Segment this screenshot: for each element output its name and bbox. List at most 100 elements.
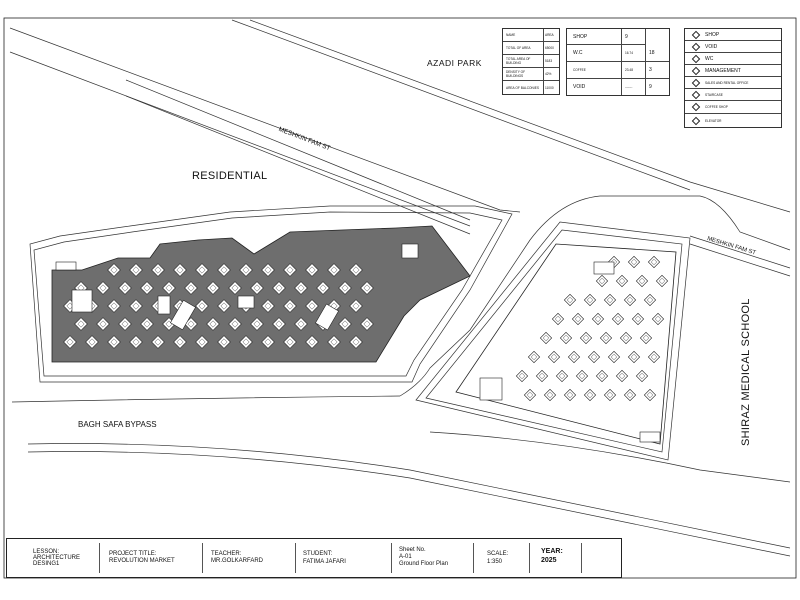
shop-module-inner bbox=[650, 258, 658, 266]
shop-module-inner bbox=[594, 315, 602, 323]
shop-module-inner bbox=[634, 315, 642, 323]
shop-module bbox=[173, 335, 187, 349]
shop-module-inner bbox=[352, 266, 360, 274]
shop-module bbox=[563, 293, 577, 307]
shop-module bbox=[129, 263, 143, 277]
shop-module-inner bbox=[77, 284, 85, 292]
shop-module-inner bbox=[598, 277, 606, 285]
counts-row-name: SHOP bbox=[567, 29, 621, 45]
shop-module-inner bbox=[330, 338, 338, 346]
shop-module bbox=[283, 263, 297, 277]
shop-module bbox=[151, 335, 165, 349]
shop-module-inner bbox=[286, 338, 294, 346]
shop-module bbox=[173, 263, 187, 277]
counts-row-count: 18 bbox=[645, 45, 669, 62]
wc-symbol-icon bbox=[691, 54, 701, 63]
counts-row-area: 23.48 bbox=[621, 62, 645, 79]
area-table-row-name: DENSITY OF BUILDINGS bbox=[503, 68, 543, 81]
shop-module-inner bbox=[630, 353, 638, 361]
shop-module-inner bbox=[154, 266, 162, 274]
scale-value: 1:350 bbox=[487, 559, 503, 565]
shop-module-inner bbox=[622, 334, 630, 342]
bagh-safa-bypass-road bbox=[11, 195, 791, 557]
shop-module-inner bbox=[558, 372, 566, 380]
shop-module bbox=[283, 335, 297, 349]
shop-module-inner bbox=[198, 302, 206, 310]
student-value: FATIMA JAFARI bbox=[303, 559, 346, 565]
shop-module bbox=[535, 369, 549, 383]
shop-module-inner bbox=[99, 320, 107, 328]
shop-module bbox=[615, 369, 629, 383]
shop-module-inner bbox=[582, 334, 590, 342]
shop-module bbox=[527, 350, 541, 364]
counts-row-area: ------- bbox=[625, 85, 633, 89]
shop-module bbox=[107, 335, 121, 349]
counts-row-area: 16.74 bbox=[621, 45, 645, 62]
shop-module-inner bbox=[264, 338, 272, 346]
shop-module-inner bbox=[231, 284, 239, 292]
shop-module-inner bbox=[110, 266, 118, 274]
shop-module bbox=[563, 388, 577, 402]
year-label: YEAR: bbox=[541, 548, 563, 555]
shop-module-inner bbox=[308, 338, 316, 346]
shop-module-inner bbox=[586, 296, 594, 304]
shop-module bbox=[206, 317, 220, 331]
shop-module-inner bbox=[610, 353, 618, 361]
shop-module bbox=[294, 317, 308, 331]
shop-module-inner bbox=[578, 372, 586, 380]
area-table-header-name: NAME bbox=[503, 29, 543, 42]
left-cores bbox=[55, 243, 419, 331]
shop-module-inner bbox=[198, 266, 206, 274]
shop-module bbox=[239, 263, 253, 277]
shop-module bbox=[294, 281, 308, 295]
shop-module-inner bbox=[650, 353, 658, 361]
shop-module-inner bbox=[132, 338, 140, 346]
shop-module-inner bbox=[286, 302, 294, 310]
shop-module-inner bbox=[242, 338, 250, 346]
shop-module-inner bbox=[658, 277, 666, 285]
shop-module-inner bbox=[165, 284, 173, 292]
shop-module bbox=[261, 263, 275, 277]
shop-module bbox=[607, 350, 621, 364]
shop-module bbox=[349, 299, 363, 313]
area-table: NAME AREA TOTAL OF AREA 65000 TOTAL AREA… bbox=[502, 28, 560, 95]
shop-module bbox=[206, 281, 220, 295]
area-table-row-name: TOTAL OF AREA bbox=[503, 42, 543, 55]
legend-table: SHOP VOID WC MANAGEMENT SALES AND RENTAL… bbox=[684, 28, 782, 128]
shop-module-inner bbox=[110, 302, 118, 310]
shop-module bbox=[575, 369, 589, 383]
sheet-value: A-01 bbox=[399, 554, 412, 560]
sheet-label: Sheet No. bbox=[399, 547, 426, 553]
legend-item: SHOP bbox=[685, 29, 781, 41]
shop-module-inner bbox=[121, 284, 129, 292]
shop-module bbox=[360, 317, 374, 331]
shop-module bbox=[623, 388, 637, 402]
shop-module-inner bbox=[253, 284, 261, 292]
shop-module bbox=[539, 331, 553, 345]
shop-module-inner bbox=[319, 284, 327, 292]
shop-module-inner bbox=[614, 315, 622, 323]
shop-module-inner bbox=[363, 284, 371, 292]
legend-item: VOID bbox=[685, 41, 781, 53]
shop-module bbox=[579, 331, 593, 345]
shop-module bbox=[635, 274, 649, 288]
shop-module bbox=[611, 312, 625, 326]
shop-module-inner bbox=[570, 353, 578, 361]
shop-module-inner bbox=[566, 391, 574, 399]
shop-module bbox=[305, 335, 319, 349]
shop-module bbox=[619, 331, 633, 345]
shop-module-inner bbox=[550, 353, 558, 361]
shop-module-inner bbox=[209, 284, 217, 292]
legend-item: STAIRCASE bbox=[685, 89, 781, 101]
shop-module bbox=[261, 299, 275, 313]
shop-module-inner bbox=[526, 391, 534, 399]
shop-module bbox=[595, 369, 609, 383]
counts-row-count: 3 bbox=[645, 62, 669, 79]
label-shiraz-medical: SHIRAZ MEDICAL SCHOOL bbox=[740, 298, 752, 446]
label-residential: RESIDENTIAL bbox=[192, 170, 268, 182]
teacher-value: MR.GOLKARFARD bbox=[211, 558, 264, 564]
shop-module-inner bbox=[143, 284, 151, 292]
shop-module bbox=[151, 263, 165, 277]
shop-module bbox=[555, 369, 569, 383]
year-value: 2025 bbox=[541, 557, 557, 564]
